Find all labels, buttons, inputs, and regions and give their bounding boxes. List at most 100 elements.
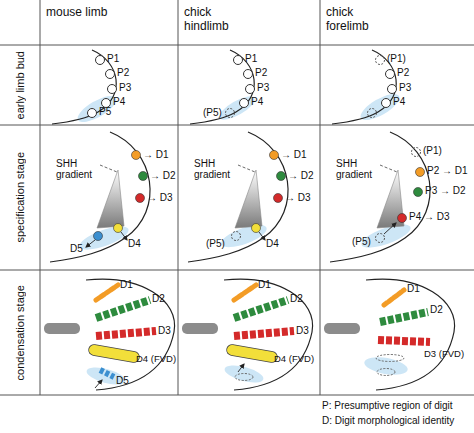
digit xyxy=(380,312,428,322)
digit-region xyxy=(277,172,286,181)
limb-outline xyxy=(50,132,150,262)
region-label: (P1) xyxy=(423,145,442,157)
region-label: P3 xyxy=(257,82,269,94)
hindlimb-column xyxy=(182,50,313,390)
column-header: chick hindlimb xyxy=(178,0,320,45)
region-label: D4 (FVD) xyxy=(136,353,176,365)
digit-region xyxy=(139,172,148,181)
region-label: (P5) xyxy=(352,236,371,248)
row-header: early limb bud xyxy=(0,45,40,125)
header-text: specification stage xyxy=(14,152,27,243)
grid-line xyxy=(40,0,41,395)
leader-line xyxy=(380,165,397,172)
digit xyxy=(96,285,118,300)
region-label: P3 xyxy=(119,82,131,94)
digit-region xyxy=(386,70,395,79)
header-text: condensation stage xyxy=(14,285,27,380)
bone xyxy=(44,323,80,334)
digit xyxy=(96,331,156,336)
digit-region xyxy=(416,168,425,177)
column-header: chick forelimb xyxy=(320,0,474,45)
region-label: P4 → D3 xyxy=(409,211,450,223)
limb-outline xyxy=(224,279,313,390)
digit-region xyxy=(94,232,103,241)
arrow xyxy=(86,240,95,247)
digit-region xyxy=(232,232,241,241)
digit-region xyxy=(136,194,145,203)
region-label: SHH gradient xyxy=(336,158,382,180)
limb-outline xyxy=(332,50,396,124)
region-label: D1 xyxy=(258,279,271,291)
digit-region xyxy=(388,85,397,94)
region-label: D4 xyxy=(128,238,141,250)
region-label: → D1 xyxy=(143,149,169,161)
digit-region xyxy=(246,85,255,94)
region-label: P1 xyxy=(107,53,119,65)
digit-region xyxy=(368,109,377,118)
digit xyxy=(234,331,294,336)
region-label: D2 xyxy=(430,304,443,316)
region-label: (P1) xyxy=(387,53,406,65)
region-label: P2 xyxy=(397,67,409,79)
region-label: D4 (FVD) xyxy=(274,353,314,365)
shh-gradient xyxy=(235,170,262,228)
digit-region xyxy=(132,151,141,160)
region-label: D3 (FVD) xyxy=(424,348,464,360)
region-label: P4 xyxy=(393,96,405,108)
digit-region xyxy=(274,194,283,203)
digit-outline xyxy=(94,350,134,357)
region-label: P2 → D1 xyxy=(427,165,468,177)
region-label: P3 xyxy=(399,82,411,94)
region-label: D5 xyxy=(116,375,129,387)
digit xyxy=(96,300,150,318)
region-label: P3 → D2 xyxy=(425,185,466,197)
region-label: D1 xyxy=(407,283,420,295)
digit xyxy=(232,350,272,357)
row-header: condensation stage xyxy=(0,270,40,395)
digit xyxy=(100,370,114,377)
grid-line xyxy=(0,270,474,271)
digit-region xyxy=(234,56,243,65)
digit-region xyxy=(252,224,261,233)
arrow xyxy=(121,232,127,240)
leader-line xyxy=(100,165,117,172)
region-label: D3 xyxy=(296,325,309,337)
grid-line xyxy=(0,395,474,396)
header-text: chick forelimb xyxy=(326,5,388,33)
bone xyxy=(324,323,360,334)
region-label: D5 xyxy=(70,243,83,255)
row-header: specification stage xyxy=(0,125,40,270)
header-text: mouse limb xyxy=(46,5,107,19)
grid-line xyxy=(320,0,321,395)
limb-outline xyxy=(188,132,288,262)
shh-gradient xyxy=(97,170,124,228)
header-text: chick hindlimb xyxy=(184,5,246,33)
region-label: D2 xyxy=(152,293,165,305)
limb-outline xyxy=(366,279,455,390)
absent-digit xyxy=(376,355,404,362)
region-label: SHH gradient xyxy=(194,158,240,180)
arrow xyxy=(259,232,265,240)
digit xyxy=(234,300,288,318)
region-label: D1 xyxy=(120,279,133,291)
digit-region xyxy=(244,70,253,79)
region-label: → D3 xyxy=(285,192,311,204)
arrow xyxy=(95,380,102,388)
grid xyxy=(0,0,474,395)
region-label: P1 xyxy=(245,53,257,65)
digit-region xyxy=(414,188,423,197)
bone xyxy=(182,323,218,334)
digit xyxy=(378,340,430,342)
grid-line xyxy=(0,125,474,126)
region-label: P5 xyxy=(99,106,111,118)
limb-outline xyxy=(190,50,254,124)
digit-region xyxy=(88,109,97,118)
region-label: SHH gradient xyxy=(56,158,102,180)
digit-region xyxy=(270,151,279,160)
digit xyxy=(94,350,134,357)
mouse-column xyxy=(44,50,175,390)
shh-zone xyxy=(223,362,265,386)
